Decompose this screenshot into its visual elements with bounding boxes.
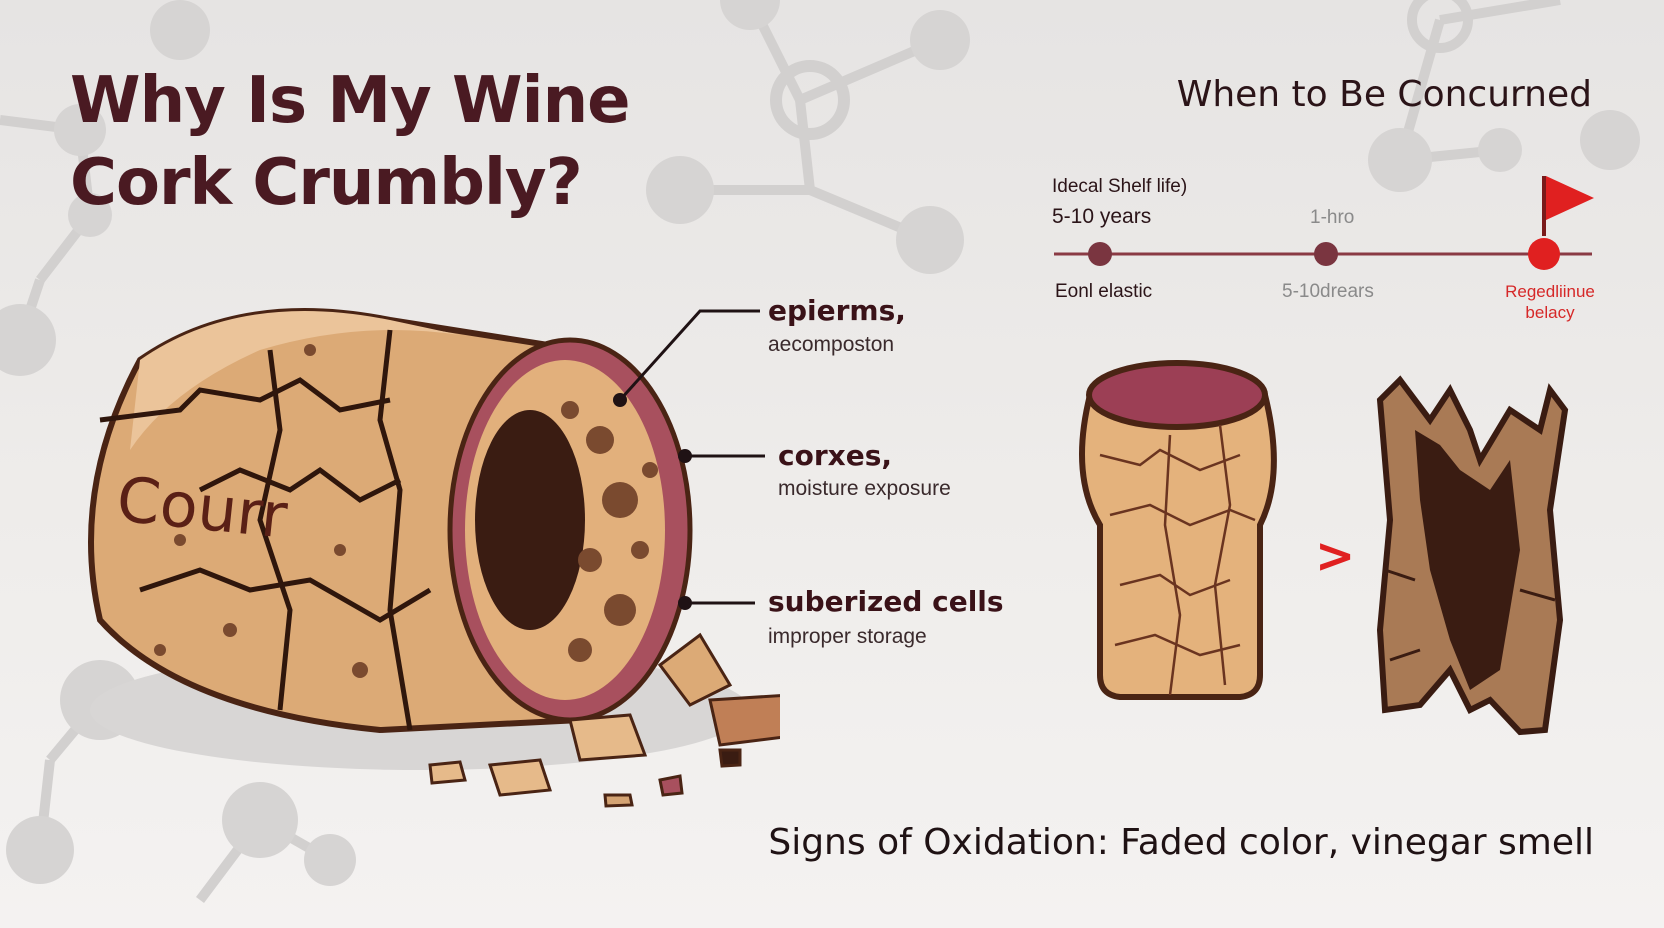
timeline-point-2 bbox=[1314, 242, 1338, 266]
timeline-point-3 bbox=[1528, 238, 1560, 270]
callout-3-subtitle: improper storage bbox=[768, 625, 927, 648]
healthy-cork-illustration bbox=[1079, 360, 1277, 700]
callout-3-title: suberized cells bbox=[768, 585, 1004, 618]
cork-stamp: Courr bbox=[113, 462, 291, 552]
timeline-point-3-label-line-1: Regedliinue bbox=[1505, 282, 1595, 301]
timeline-point-1 bbox=[1088, 242, 1112, 266]
healthy-cork-texture bbox=[1099, 424, 1256, 696]
cork-crumbs bbox=[428, 632, 780, 808]
callout-2-subtitle: moisture exposure bbox=[778, 477, 951, 500]
timeline-point-3-label: Regedliinue belacy bbox=[1490, 281, 1610, 323]
callout-1-title: epierms, bbox=[768, 294, 906, 327]
timeline-heading: When to Be Concurned bbox=[1176, 74, 1592, 115]
red-flag-icon bbox=[1542, 176, 1594, 236]
timeline-point-1-top-value: 5-10 years bbox=[1052, 205, 1152, 228]
timeline-point-3-label-line-2: belacy bbox=[1525, 303, 1575, 322]
callout-2-title: corxes, bbox=[778, 439, 892, 472]
callout-1-subtitle: aecomposton bbox=[768, 333, 895, 356]
degraded-cork-illustration bbox=[1376, 375, 1569, 736]
page-title: Why Is My Wine Cork Crumbly? bbox=[70, 60, 690, 224]
cork-hollow bbox=[475, 410, 585, 630]
timeline-point-2-top-label: 1-hro bbox=[1310, 207, 1355, 228]
timeline-track bbox=[1054, 238, 1592, 270]
healthy-cork-body bbox=[1079, 392, 1277, 700]
oxidation-signs-caption: Signs of Oxidation: Faded color, vinegar… bbox=[768, 822, 1594, 863]
cork-cracks bbox=[99, 329, 432, 731]
healthy-cork-wine-top bbox=[1086, 360, 1268, 430]
title-line-2: Cork Crumbly? bbox=[70, 146, 583, 220]
callout-leaders bbox=[613, 309, 765, 610]
timeline-point-1-bottom-label: Eonl elastic bbox=[1055, 281, 1153, 302]
callout-leader-1 bbox=[618, 309, 760, 402]
crumbling-cork-illustration: Courr bbox=[88, 308, 780, 808]
timeline-point-1-top-label: Idecal Shelf life) bbox=[1052, 176, 1188, 197]
timeline-point-2-bottom-label: 5-10drears bbox=[1282, 281, 1374, 302]
arrow-icon: > bbox=[1315, 528, 1356, 584]
cork-pores bbox=[154, 344, 658, 678]
degraded-cork-cavity bbox=[1415, 430, 1520, 690]
title-line-1: Why Is My Wine bbox=[70, 64, 631, 138]
